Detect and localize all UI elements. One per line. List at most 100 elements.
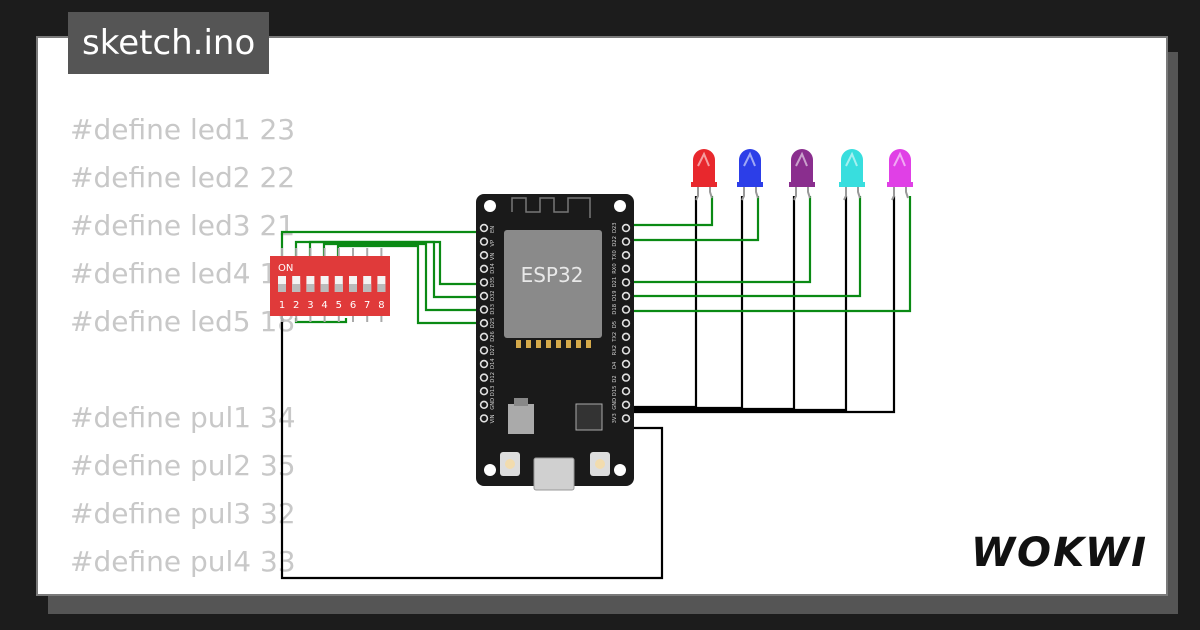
board-pin <box>621 373 631 382</box>
led-body <box>889 149 911 186</box>
pin-label: EN <box>490 226 496 233</box>
pin-label: D5 <box>612 321 618 328</box>
board-pin <box>479 251 489 260</box>
board-pin <box>479 264 489 274</box>
board-pin <box>621 278 631 287</box>
pin-label: VP <box>490 240 496 247</box>
board-pin <box>479 400 489 409</box>
led-body <box>791 149 813 186</box>
module-pad <box>566 340 571 348</box>
pin-label: D23 <box>612 222 618 233</box>
led-rim <box>839 182 865 187</box>
en-button-knob <box>505 459 515 469</box>
board-pin <box>479 332 489 341</box>
ground-wire <box>280 318 664 580</box>
module-pad <box>516 340 521 348</box>
signal-wire <box>627 196 760 242</box>
dip-toggle-knob <box>278 284 286 292</box>
dip-toggle-knob <box>377 284 386 292</box>
ground-wire <box>627 196 744 410</box>
ground-wire <box>627 196 796 411</box>
mounting-hole <box>614 200 626 212</box>
board-pin <box>479 305 489 314</box>
dip-number: 2 <box>293 300 299 311</box>
code-line: #define led2 22 <box>70 161 296 194</box>
led-purple <box>789 149 815 201</box>
led-reflection <box>845 151 858 167</box>
signal-wire <box>627 196 862 298</box>
board-pin <box>621 251 631 260</box>
dip-toggle-knob <box>292 284 301 292</box>
code-line: #define pul5 25 <box>70 586 296 594</box>
led-rim <box>789 182 815 187</box>
led-reflection <box>743 151 756 167</box>
dip-toggle-knob <box>306 284 315 292</box>
signal-wire <box>627 196 812 284</box>
dip-number: 1 <box>279 300 285 311</box>
board-pin <box>479 373 489 382</box>
ground-wire <box>627 196 848 412</box>
dip-on-label: ON <box>278 263 293 274</box>
pin-label: D33 <box>490 304 496 315</box>
pin-label: D34 <box>490 263 496 274</box>
module-pad <box>526 340 531 348</box>
board-pin <box>479 291 489 301</box>
mounting-hole <box>484 464 496 476</box>
signal-wire <box>294 240 484 286</box>
simulation-canvas[interactable]: #define led1 23#define led2 22#define le… <box>36 36 1168 596</box>
pin-label: D13 <box>490 386 496 397</box>
pin-label: D35 <box>490 277 496 288</box>
led-rim <box>887 182 913 187</box>
led-reflection <box>697 151 710 167</box>
dip-number: 5 <box>336 300 342 311</box>
pin-label: D14 <box>490 358 496 369</box>
pin-label: D22 <box>612 236 618 247</box>
signal-wire <box>627 196 912 313</box>
board-pin <box>621 387 631 396</box>
board-pin <box>479 278 489 287</box>
pin-label: GND <box>612 398 618 410</box>
pin-label: D21 <box>612 277 618 288</box>
board-pin <box>479 237 489 246</box>
pin-label: TX2 <box>612 332 618 343</box>
pin-label: D12 <box>490 372 496 383</box>
pin-label: D27 <box>490 345 496 356</box>
module-pad <box>586 340 591 348</box>
pin-label: TX0 <box>612 250 618 261</box>
esp32-module <box>504 230 602 338</box>
board-pin <box>621 305 631 314</box>
board-pin <box>621 319 631 328</box>
led-body <box>693 149 715 186</box>
pin-label: 3V3 <box>612 413 618 423</box>
pin-label: D25 <box>490 318 496 329</box>
pin-label: D32 <box>490 290 496 301</box>
module-pad <box>546 340 551 348</box>
usb-uart-chip <box>575 403 603 431</box>
led-rim <box>737 182 763 187</box>
led-red <box>691 149 717 201</box>
filename-tab[interactable]: sketch.ino <box>68 12 270 74</box>
pin-label: RX2 <box>612 345 618 355</box>
antenna-trace <box>511 197 591 218</box>
pin-label: VN <box>490 253 496 261</box>
board-pin <box>479 387 489 396</box>
pin-label: D15 <box>612 386 618 397</box>
board-pin <box>621 400 631 409</box>
code-line: #define pul2 35 <box>70 449 296 482</box>
led-reflection <box>795 151 808 167</box>
led-magenta <box>887 149 913 201</box>
esp32-label: ESP32 <box>521 263 584 287</box>
board-pin <box>621 264 631 274</box>
module-pad <box>556 340 561 348</box>
dip-number: 7 <box>364 300 370 311</box>
board-pin <box>621 414 631 423</box>
pin-label: GND <box>490 398 496 410</box>
pin-label: D19 <box>612 290 618 301</box>
signal-wire <box>308 240 484 299</box>
board-pin <box>621 223 631 233</box>
pin-label: RX0 <box>612 263 618 273</box>
boot-button-knob <box>595 459 605 469</box>
circuit-diagram[interactable]: ESP32ENVPVND34D35D32D33D25D26D27D14D12D1… <box>38 38 1166 594</box>
led-blue <box>737 149 763 201</box>
